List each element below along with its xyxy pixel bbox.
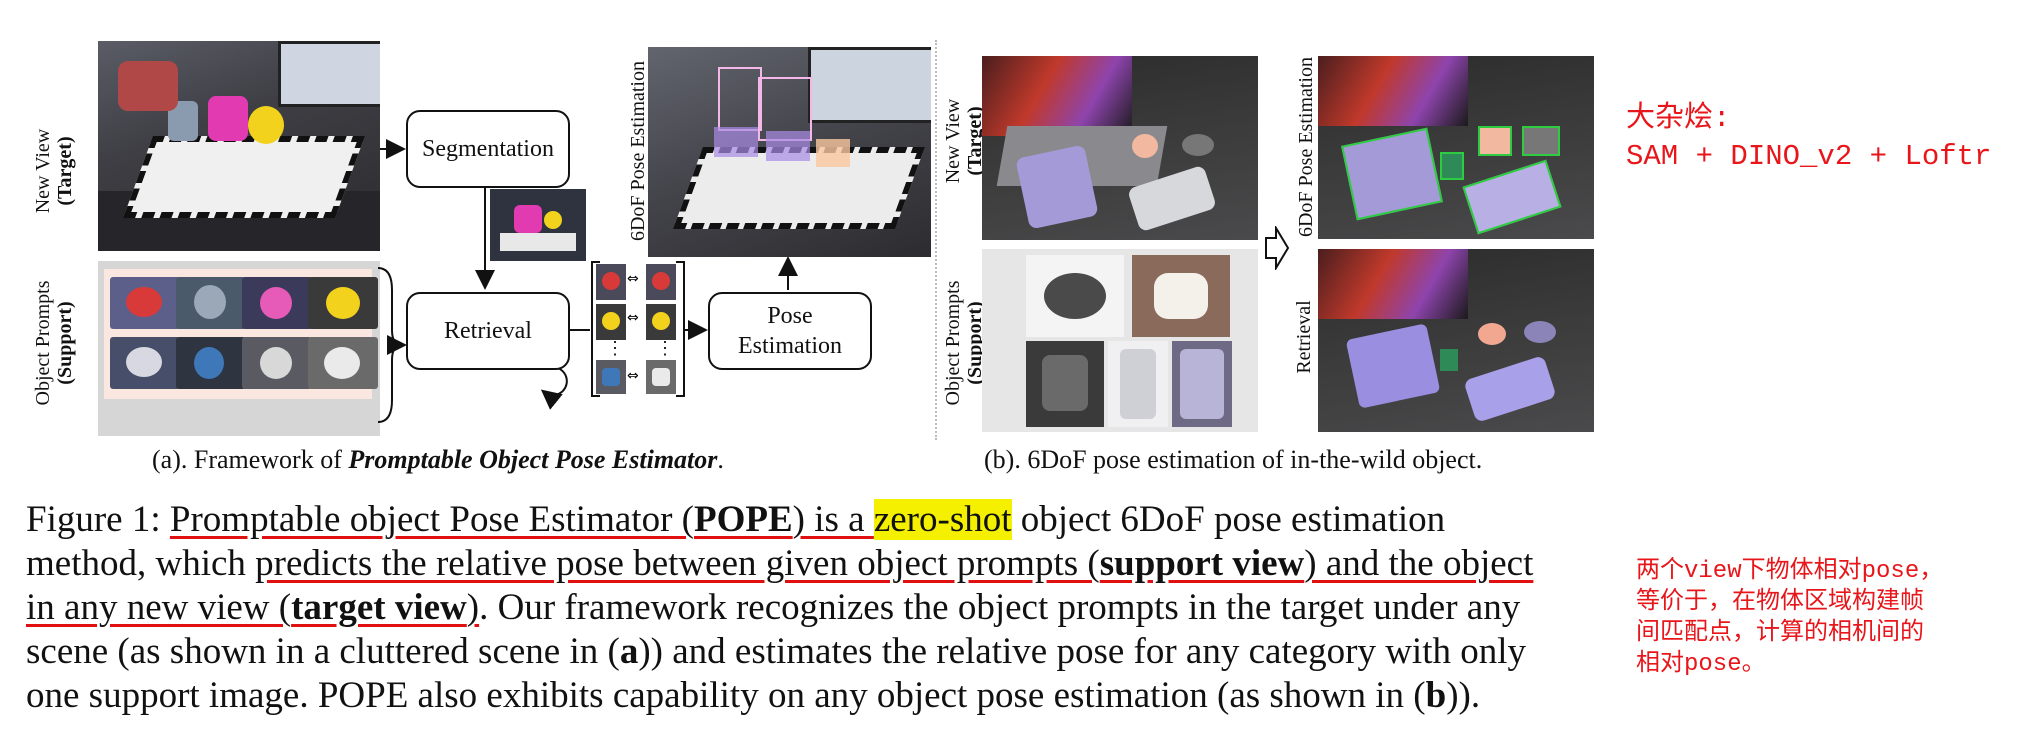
annotation-side: 两个view下物体相对pose， 等价于，在物体区域构建帧 间匹配点，计算的相机… (1636, 558, 1944, 678)
target-desk-image-b (982, 56, 1258, 240)
segmented-crop-image (490, 189, 586, 261)
label-6dof-a: 6DoF Pose Estimation (627, 61, 649, 242)
label-6dof-b: 6DoF Pose Estimation (1295, 57, 1317, 238)
svg-text:⇔: ⇔ (627, 310, 639, 326)
panel-separator (935, 40, 937, 440)
retrieval-result-image-b (1318, 249, 1594, 432)
svg-text:⇔: ⇔ (627, 271, 639, 287)
caption-line-3: in any new view (target view). Our frame… (26, 587, 1521, 628)
retrieval-box: Retrieval (406, 292, 570, 370)
segmentation-box: Segmentation (406, 110, 570, 188)
pose-result-image-b (1318, 56, 1594, 239)
pose-result-image-a (648, 47, 931, 257)
match-thumb-3-left (596, 360, 626, 394)
match-thumb-1-right (646, 264, 676, 300)
panel-a-caption: (a). Framework of Promptable Object Pose… (152, 445, 724, 474)
caption-line-4: scene (as shown in a cluttered scene in … (26, 631, 1527, 672)
svg-text:⇔: ⇔ (627, 368, 639, 384)
caption-line-5: one support image. POPE also exhibits ca… (26, 675, 1481, 716)
caption-line-1: Figure 1: Promptable object Pose Estimat… (26, 499, 1446, 540)
label-retrieval-b: Retrieval (1293, 300, 1315, 374)
caption-line-2: method, which predicts the relative pose… (26, 543, 1534, 584)
pose-estimation-box: Pose Estimation (708, 292, 872, 370)
support-prompts-panel-a (98, 261, 380, 436)
match-thumb-3-right (646, 360, 676, 394)
support-prompts-panel-b (982, 249, 1258, 432)
annotation-top: 大杂烩: SAM + DINO_v2 + Loftr (1626, 102, 1992, 173)
target-scene-image-a (98, 41, 380, 251)
match-thumb-2-right (646, 304, 676, 340)
result-arrow (1265, 226, 1290, 270)
match-ellipsis-left: ⋮ (606, 338, 624, 358)
match-thumb-1-left (596, 264, 626, 300)
framework-connectors: ⇔ ⇔ ⇔ (377, 139, 798, 423)
match-thumb-2-left (596, 304, 626, 340)
panel-b-caption: (b). 6DoF pose estimation of in-the-wild… (984, 445, 1483, 474)
match-ellipsis-right: ⋮ (656, 338, 674, 358)
